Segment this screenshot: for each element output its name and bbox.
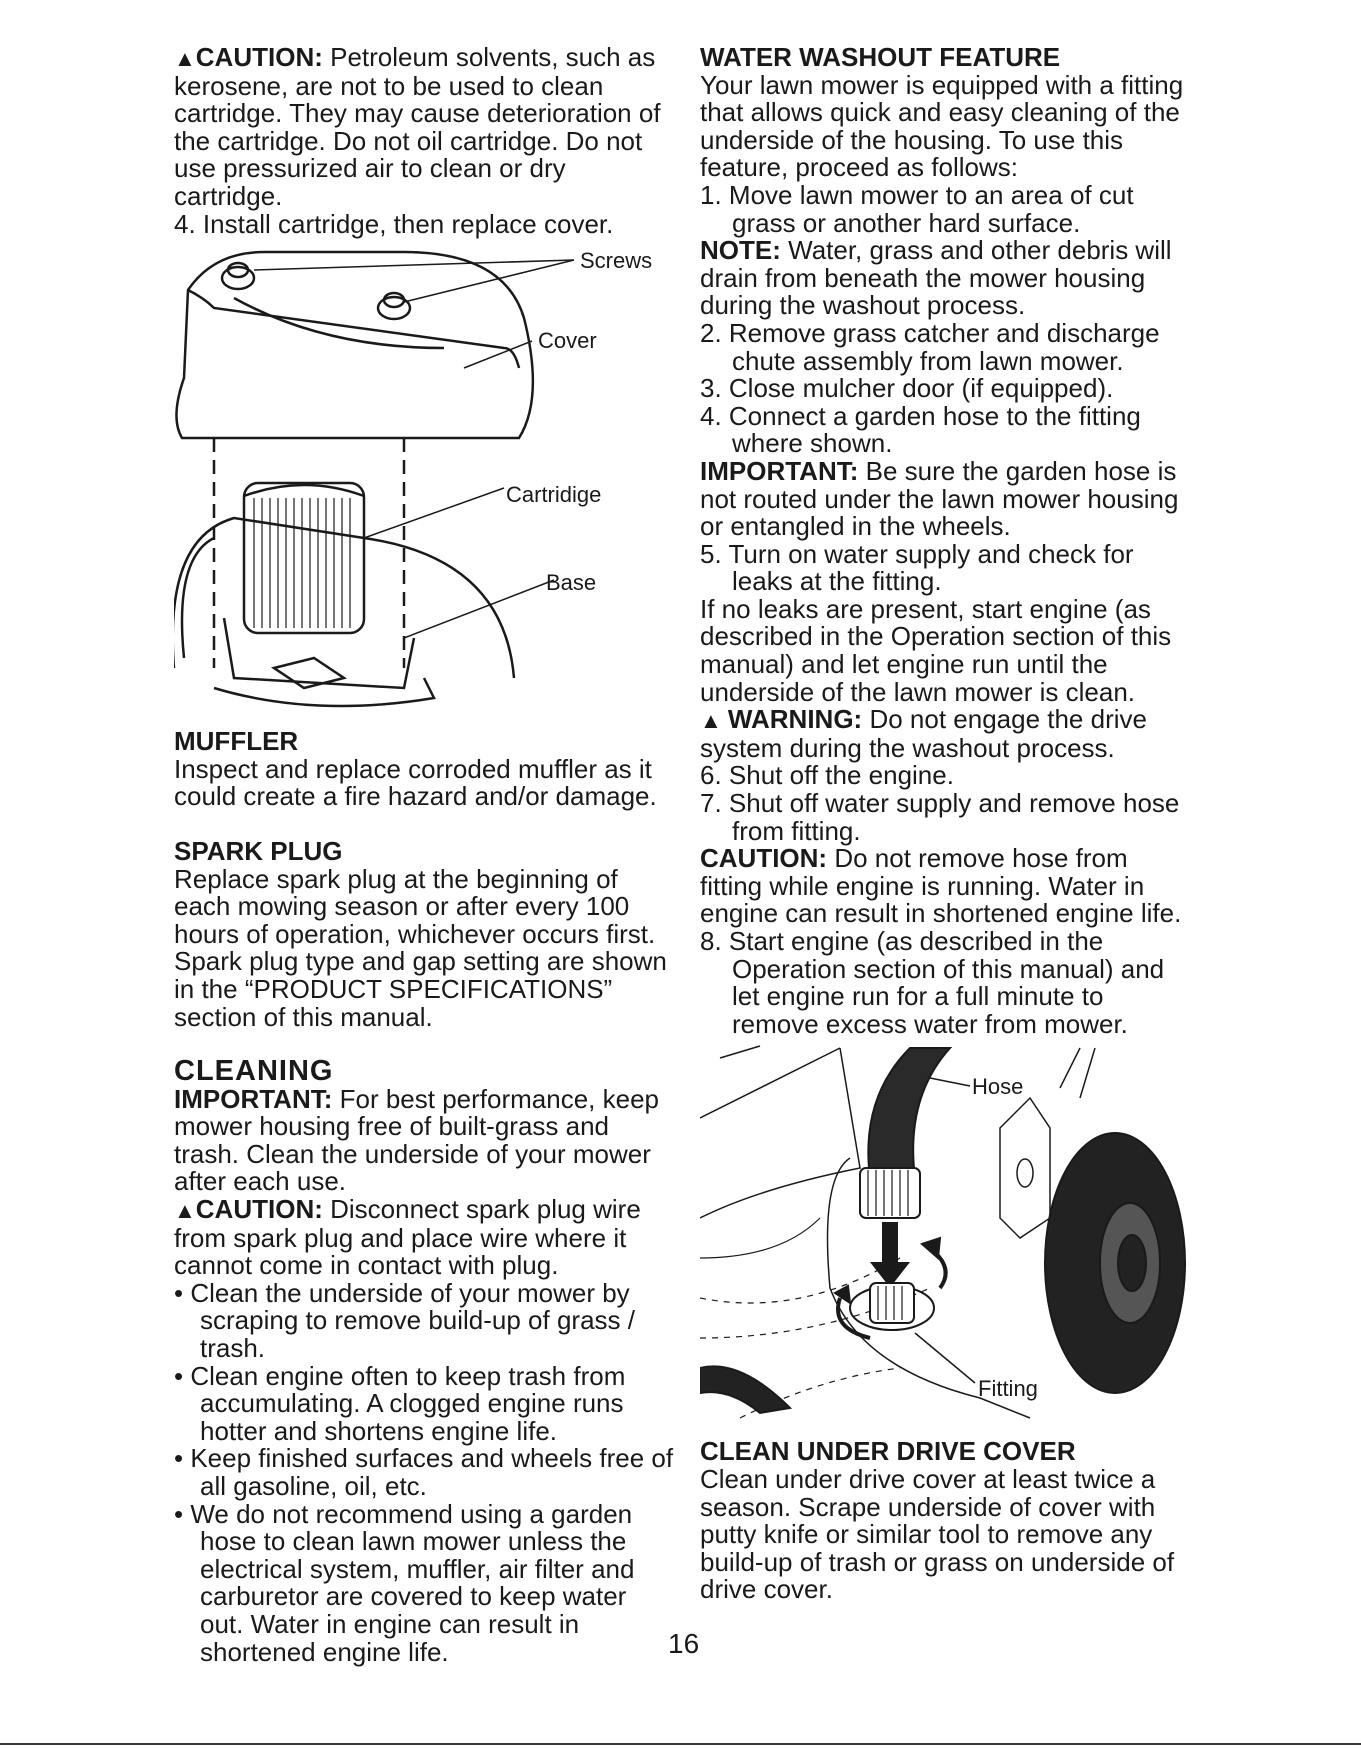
step-6: 6. Shut off the engine. bbox=[700, 760, 954, 791]
hose-fitting-figure: Hose Fitting bbox=[700, 1045, 1186, 1420]
bullet-item: • We do not recommend using a garden hos… bbox=[174, 1498, 635, 1667]
bullet-item: • Clean the underside of your mower by s… bbox=[174, 1277, 635, 1364]
base-shape bbox=[222, 617, 416, 690]
left-column: ▲CAUTION: Petroleum solvents, such as ke… bbox=[174, 42, 674, 1667]
label-fitting: Fitting bbox=[978, 1376, 1038, 1401]
bottom-rule bbox=[0, 1743, 1361, 1745]
muffler-heading: MUFFLER bbox=[174, 726, 299, 757]
caution-paragraph: ▲CAUTION: Disconnect spark plug wire fro… bbox=[174, 1194, 674, 1281]
bullet-item: • Keep finished surfaces and wheels free… bbox=[174, 1443, 674, 1501]
important-paragraph: IMPORTANT: For best performance, keep mo… bbox=[174, 1083, 674, 1197]
important-label: IMPORTANT: bbox=[174, 1083, 333, 1114]
spark-plug-heading: SPARK PLUG bbox=[174, 835, 343, 866]
important-text: Be sure the garden hose is not routed un… bbox=[700, 455, 1179, 542]
important-paragraph: IMPORTANT: Be sure the garden hose is no… bbox=[700, 455, 1190, 542]
important-text: For best performance, keep mower housing… bbox=[174, 1083, 659, 1197]
no-leaks-paragraph: If no leaks are present, start engine (a… bbox=[700, 593, 1172, 707]
step-2: 2. Remove grass catcher and discharge ch… bbox=[700, 317, 1160, 376]
screw-icon bbox=[220, 265, 256, 291]
washout-heading: WATER WASHOUT FEATURE bbox=[700, 42, 1061, 72]
warning-triangle-icon: ▲ bbox=[174, 1198, 196, 1224]
drive-cover-text: Clean under drive cover at least twice a… bbox=[700, 1463, 1175, 1605]
step-4: 4. Connect a garden hose to the fitting … bbox=[700, 400, 1141, 459]
warning-triangle-icon: ▲ bbox=[700, 708, 728, 734]
right-column: WATER WASHOUT FEATURE Your lawn mower is… bbox=[700, 42, 1190, 1605]
screw-icon bbox=[376, 295, 412, 321]
note-label: NOTE: bbox=[700, 235, 781, 266]
muffler-text: Inspect and replace corroded muffler as … bbox=[174, 753, 657, 812]
warning-triangle-icon: ▲ bbox=[174, 46, 196, 71]
drive-cover-heading: CLEAN UNDER DRIVE COVER bbox=[700, 1436, 1076, 1467]
bullet-item: • Clean engine often to keep trash from … bbox=[174, 1360, 626, 1446]
warning-text: Do not engage the drive system during th… bbox=[700, 704, 1147, 763]
caution-text: Petroleum solvents, such as kerosene, ar… bbox=[174, 42, 661, 211]
cleaning-heading: CLEANING bbox=[174, 1055, 334, 1088]
caution-label: CAUTION: bbox=[700, 843, 828, 874]
label-cartridge: Cartridige bbox=[506, 482, 601, 507]
label-screws: Screws bbox=[580, 248, 652, 273]
step-3: 3. Close mulcher door (if equipped). bbox=[700, 373, 1114, 404]
caution-label: CAUTION: bbox=[195, 1194, 323, 1225]
install-step: 4. Install cartridge, then replace cover… bbox=[174, 208, 614, 239]
note-paragraph: NOTE: Water, grass and other debris will… bbox=[700, 235, 1190, 321]
step-1: 1. Move lawn mower to an area of cut gra… bbox=[700, 179, 1134, 238]
hose-shape bbox=[867, 1047, 953, 1180]
step-5: 5. Turn on water supply and check for le… bbox=[700, 538, 1134, 597]
cartridge-shape bbox=[242, 481, 366, 635]
caution-paragraph: CAUTION: Do not remove hose from fitting… bbox=[700, 843, 1190, 929]
label-cover: Cover bbox=[538, 328, 597, 353]
label-hose: Hose bbox=[972, 1074, 1023, 1099]
caution-text: Do not remove hose from fitting while en… bbox=[700, 843, 1182, 929]
air-filter-figure: Screws Cover Cartridige Base bbox=[174, 248, 652, 708]
warning-label: WARNING: bbox=[727, 704, 863, 735]
spark-plug-text: Replace spark plug at the beginning of e… bbox=[174, 863, 667, 1032]
note-text: Water, grass and other debris will drain… bbox=[700, 235, 1172, 321]
label-base: Base bbox=[546, 570, 596, 595]
caution-label: CAUTION: bbox=[195, 42, 323, 72]
step-8: 8. Start engine (as described in the Ope… bbox=[700, 926, 1165, 1039]
cover-shape bbox=[175, 250, 535, 440]
important-label: IMPORTANT: bbox=[700, 455, 859, 486]
warning-paragraph: ▲ WARNING: Do not engage the drive syste… bbox=[700, 704, 1190, 763]
step-7: 7. Shut off water supply and remove hose… bbox=[700, 788, 1180, 846]
page-number: 16 bbox=[668, 1628, 700, 1659]
caution-text: Disconnect spark plug wire from spark pl… bbox=[174, 1194, 641, 1281]
caution-paragraph: ▲CAUTION: Petroleum solvents, such as ke… bbox=[174, 42, 674, 211]
washout-intro: Your lawn mower is equipped with a fitti… bbox=[700, 69, 1184, 183]
